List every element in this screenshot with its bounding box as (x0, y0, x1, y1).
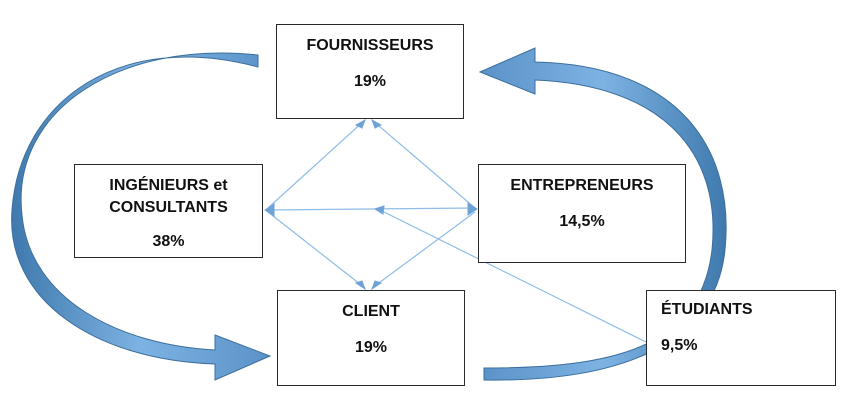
node-fournisseurs: FOURNISSEURS 19% (276, 24, 464, 119)
node-etudiants-percent: 9,5% (661, 337, 698, 354)
connector-ing-cli (267, 211, 366, 289)
arrowhead-center (373, 205, 385, 215)
node-ingenieurs-label: INGÉNIEURS et CONSULTANTS (109, 177, 228, 216)
connector-lines (267, 119, 647, 343)
arrowhead-fourn-left (354, 118, 366, 129)
node-client-percent: 19% (354, 339, 388, 356)
node-fournisseurs-percent: 19% (353, 73, 387, 90)
node-entrepreneurs: ENTREPRENEURS 14,5% (478, 164, 686, 263)
arrowhead-fourn-right (371, 118, 383, 129)
curved-arrow-left (11, 52, 272, 381)
node-ingenieurs: INGÉNIEURS et CONSULTANTS 38% (74, 164, 263, 258)
node-client: CLIENT 19% (277, 290, 465, 386)
node-fournisseurs-label: FOURNISSEURS (306, 37, 434, 54)
node-entrepreneurs-label: ENTREPRENEURS (510, 177, 654, 194)
node-client-label: CLIENT (342, 303, 400, 320)
arrowhead-ing (264, 203, 275, 217)
connector-etu-center (377, 208, 647, 343)
connector-ing-ent (267, 207, 476, 211)
arrowhead-ent (467, 202, 478, 216)
node-entrepreneurs-percent: 14,5% (559, 213, 605, 230)
connector-arrowheads (264, 118, 478, 291)
connector-fourn-ing (267, 119, 366, 209)
arrowhead-cli-left (354, 280, 367, 291)
arrowhead-cli-right (370, 280, 383, 291)
node-etudiants: ÉTUDIANTS 9,5% (646, 290, 836, 386)
node-etudiants-label: ÉTUDIANTS (661, 301, 753, 318)
connector-fourn-ent (371, 119, 476, 209)
connector-ent-cli (371, 211, 476, 289)
node-ingenieurs-percent: 38% (152, 233, 185, 250)
